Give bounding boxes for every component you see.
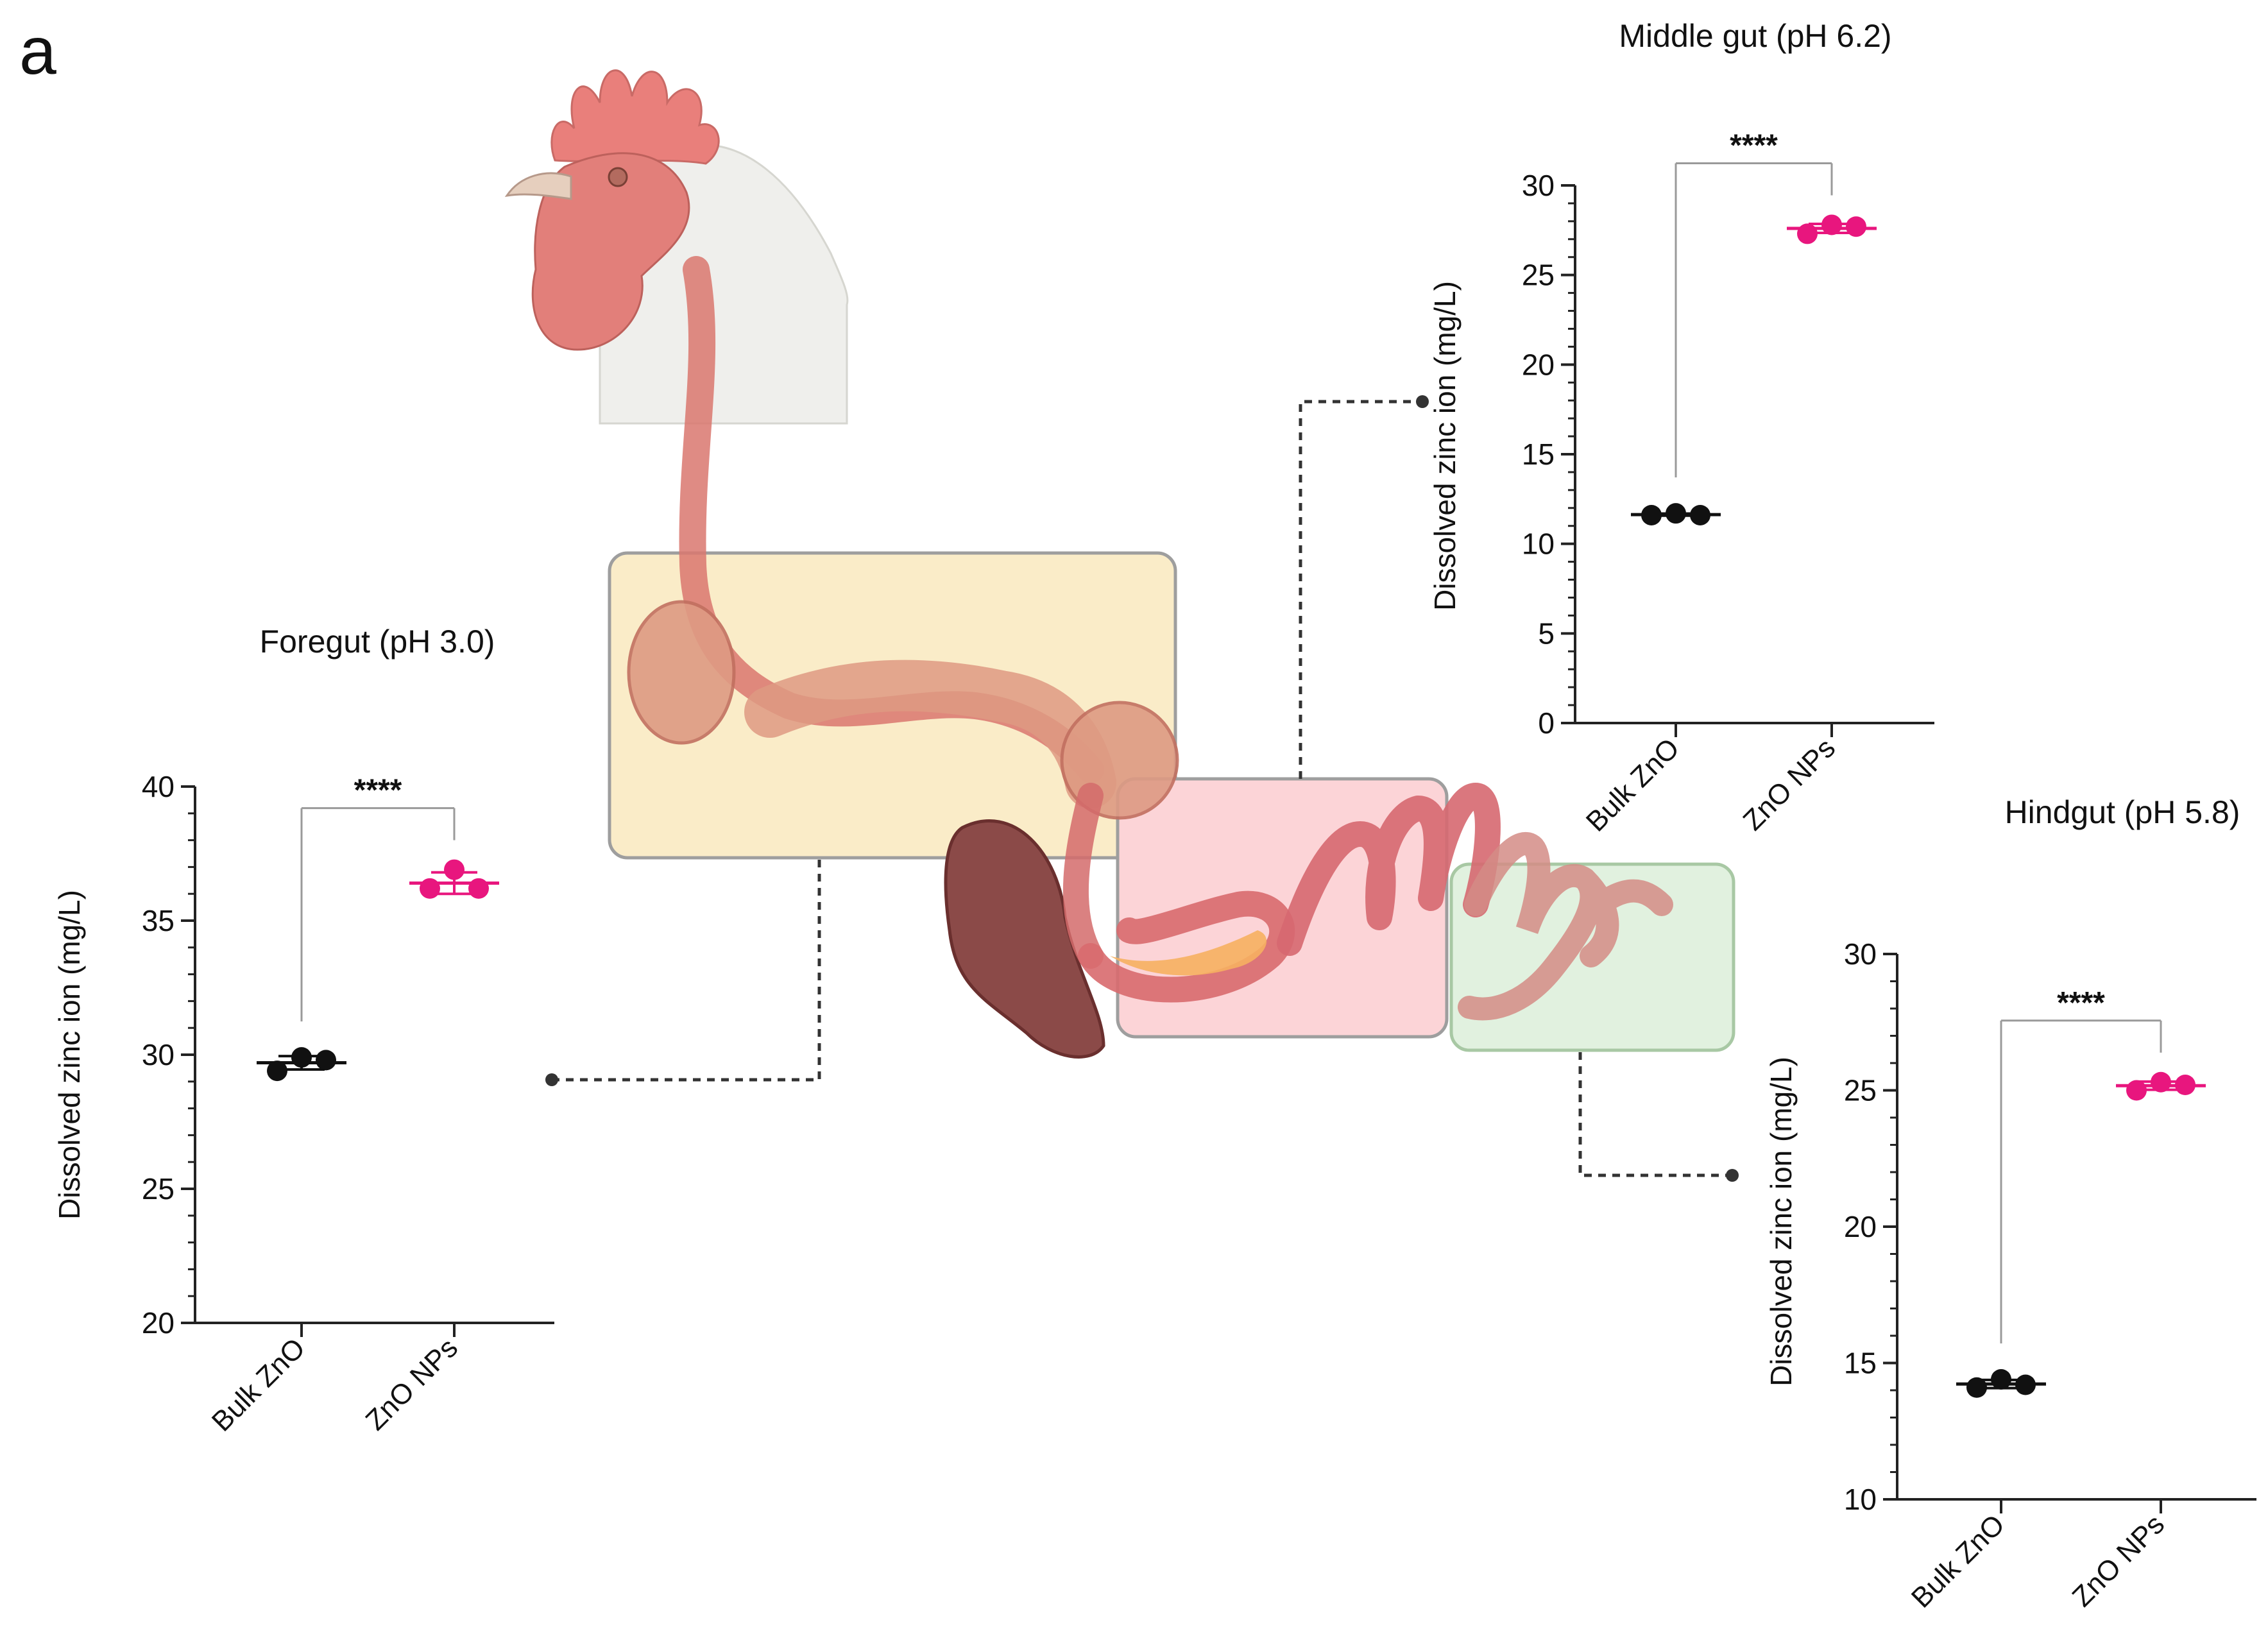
y-axis-label: Dissolved zinc ion (mg/L) xyxy=(1428,281,1462,611)
panel-label: a xyxy=(19,14,56,89)
crop xyxy=(627,600,736,745)
data-point xyxy=(420,878,440,899)
y-tick-label: 25 xyxy=(1844,1074,1877,1107)
data-point xyxy=(1641,504,1662,525)
connector-middle-gut xyxy=(1299,400,1422,779)
y-tick-label: 10 xyxy=(1844,1483,1877,1516)
y-tick-label: 25 xyxy=(1522,259,1555,292)
data-point xyxy=(1797,223,1818,244)
x-tick-label: Bulk ZnO xyxy=(1580,732,1685,837)
data-point xyxy=(316,1050,336,1071)
y-axis-label: Dissolved zinc ion (mg/L) xyxy=(53,890,86,1220)
chart-middle-gut: Middle gut (pH 6.2) Dissolved zinc ion (… xyxy=(1428,18,1934,838)
x-tick-label: ZnO NPs xyxy=(359,1332,464,1436)
y-tick-label: 30 xyxy=(1844,937,1877,971)
chart-title: Middle gut (pH 6.2) xyxy=(1619,18,1891,54)
chart-foregut: Foregut (pH 3.0) Dissolved zinc ion (mg/… xyxy=(53,624,554,1438)
significance-label: **** xyxy=(1730,128,1778,162)
data-point xyxy=(1846,216,1866,237)
liver xyxy=(944,819,1105,1059)
chicken-gut-illustration xyxy=(504,69,1735,1059)
chicken-eye xyxy=(608,167,628,187)
chicken-comb xyxy=(550,69,720,165)
x-tick-label: ZnO NPs xyxy=(2066,1508,2170,1613)
y-tick-label: 35 xyxy=(142,904,175,937)
y-tick-label: 20 xyxy=(1844,1210,1877,1243)
y-tick-label: 0 xyxy=(1538,706,1555,740)
duodenum-connector xyxy=(1062,783,1104,969)
y-axis-label: Dissolved zinc ion (mg/L) xyxy=(1764,1057,1798,1386)
data-point xyxy=(444,859,465,880)
hindgut-coils xyxy=(1458,831,1673,1021)
chart-title: Hindgut (pH 5.8) xyxy=(2005,794,2240,830)
chart-hindgut: Hindgut (pH 5.8) Dissolved zinc ion (mg/… xyxy=(1764,794,2256,1614)
x-tick-label: ZnO NPs xyxy=(1737,732,1841,837)
y-tick-label: 20 xyxy=(142,1306,175,1340)
x-tick-label: Bulk ZnO xyxy=(1906,1508,2011,1614)
y-tick-label: 5 xyxy=(1538,617,1555,650)
data-point xyxy=(2175,1075,2196,1095)
data-point xyxy=(291,1047,312,1068)
y-tick-label: 30 xyxy=(1522,169,1555,202)
connector-foregut-dot xyxy=(545,1073,558,1086)
chart-title: Foregut (pH 3.0) xyxy=(260,624,495,660)
connector-middle-gut-dot xyxy=(1416,395,1429,408)
pancreas xyxy=(1110,930,1267,976)
significance-label: **** xyxy=(354,774,402,808)
data-point xyxy=(1821,214,1842,235)
data-point xyxy=(2015,1374,2036,1395)
y-tick-label: 15 xyxy=(1844,1347,1877,1380)
connector-hindgut-dot xyxy=(1726,1169,1739,1182)
data-point xyxy=(2126,1080,2147,1101)
data-point xyxy=(468,878,489,899)
y-tick-label: 10 xyxy=(1522,527,1555,561)
data-point xyxy=(1966,1377,1987,1398)
connector-foregut xyxy=(552,860,821,1082)
connectors xyxy=(545,395,1739,1182)
significance-label: **** xyxy=(2057,986,2105,1020)
y-tick-label: 20 xyxy=(1522,348,1555,381)
y-tick-label: 25 xyxy=(142,1172,175,1205)
chicken-beak xyxy=(504,172,572,200)
x-tick-label: Bulk ZnO xyxy=(206,1332,311,1437)
jejunum-coils xyxy=(1277,783,1501,956)
y-tick-label: 30 xyxy=(142,1038,175,1071)
data-point xyxy=(1690,504,1710,525)
chicken-wattle xyxy=(531,152,690,351)
data-point xyxy=(1666,503,1686,524)
data-point xyxy=(1991,1369,2011,1390)
y-tick-label: 15 xyxy=(1522,438,1555,471)
data-point xyxy=(2151,1071,2171,1093)
y-tick-label: 40 xyxy=(142,770,175,803)
connector-hindgut xyxy=(1578,1052,1732,1177)
data-point xyxy=(267,1061,287,1082)
